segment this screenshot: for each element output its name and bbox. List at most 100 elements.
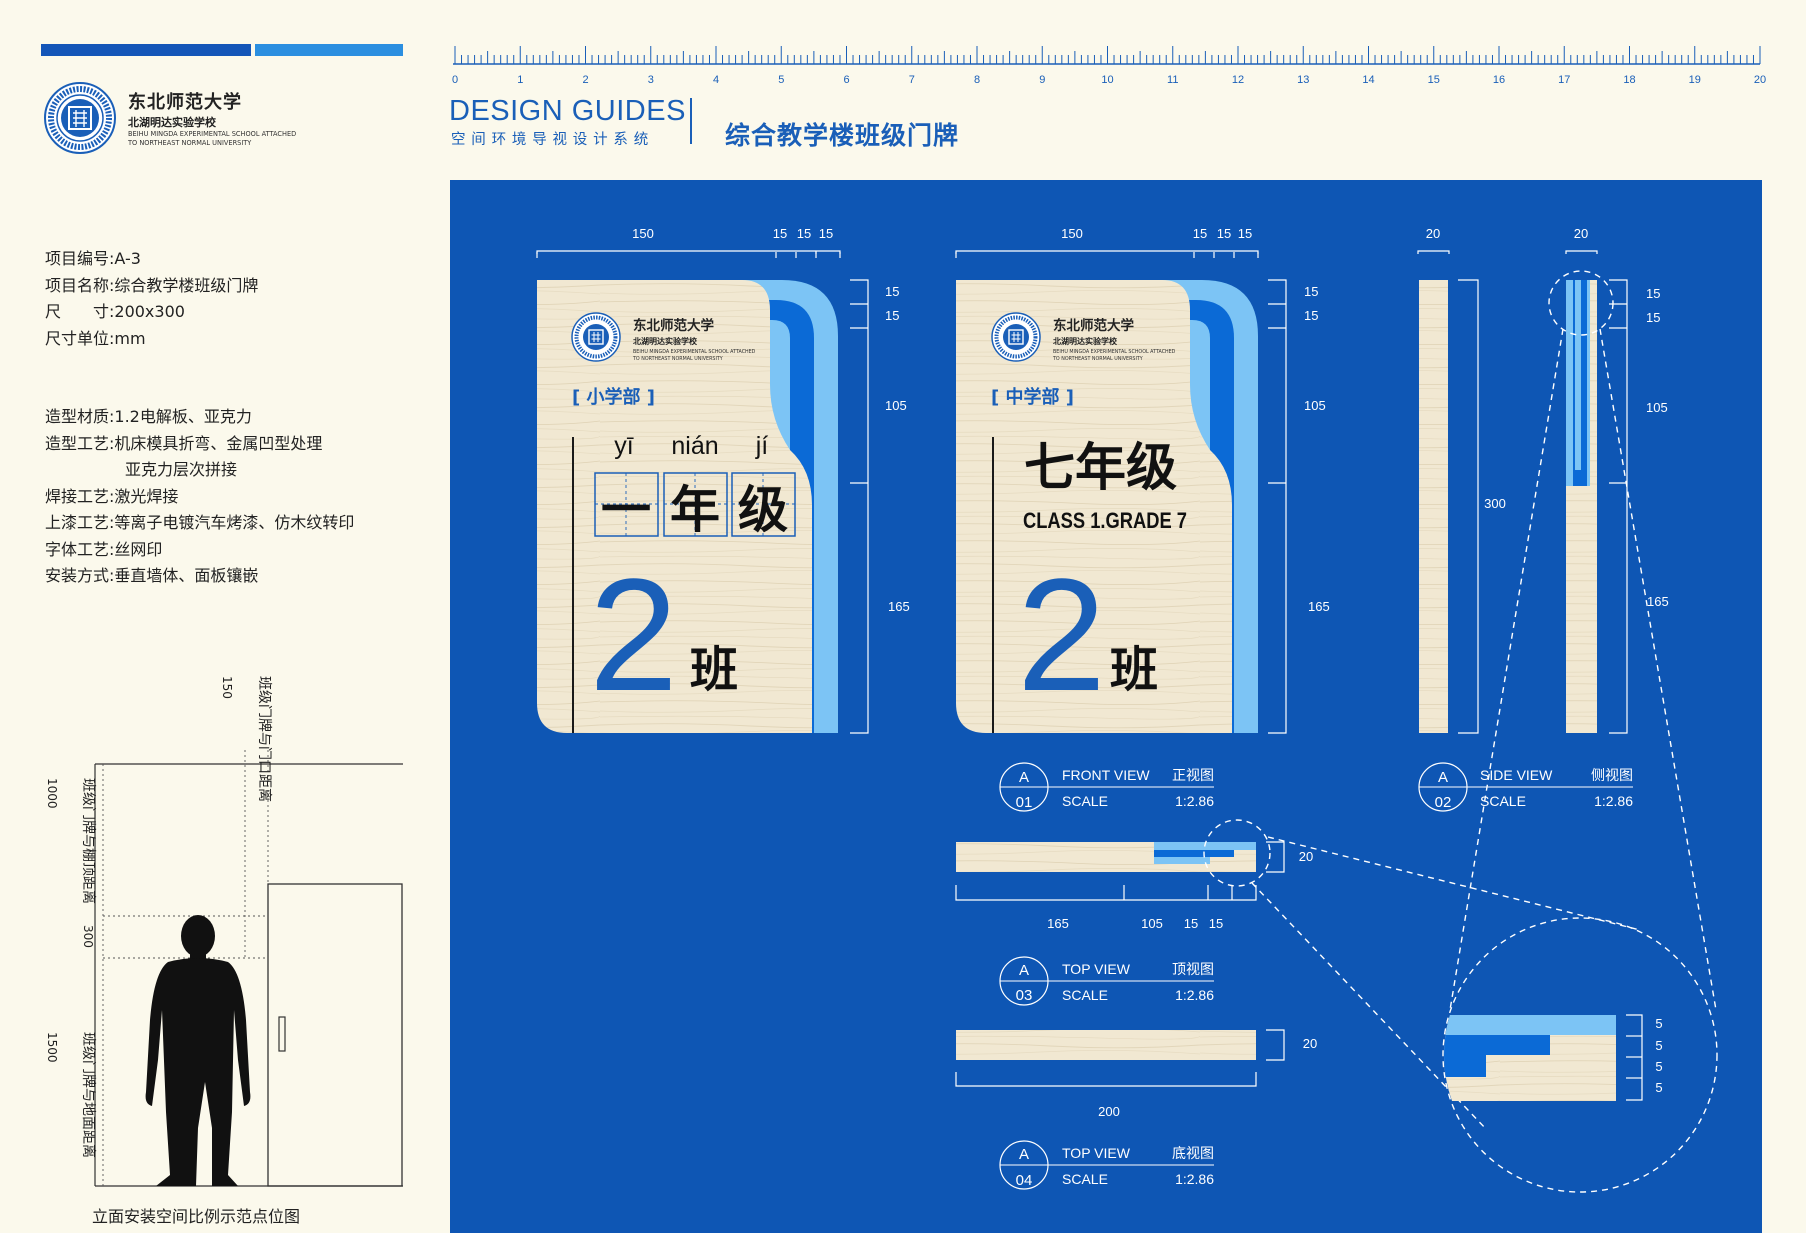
dim-label: 15 (1238, 226, 1252, 241)
sign-dept: [ 中学部 ] (991, 386, 1074, 408)
install-diagram: 班级门牌与门口距离 150 班级门牌与棚顶距离 1000 300 班级门牌与地面… (45, 676, 403, 1187)
sign-grade: 七年级 (1024, 439, 1177, 498)
sign-logo-school: 北湖明达实验学校 (633, 336, 698, 346)
page-title: 综合教学楼班级门牌 (725, 121, 960, 150)
sign-class-number: 2 (1017, 545, 1106, 724)
ruler-label: 12 (1232, 74, 1244, 86)
spec-item: 字体工艺:丝网印 (45, 539, 163, 559)
dim-label: 15 (885, 284, 899, 299)
ruler-label: 10 (1101, 74, 1113, 86)
dim-label: 20 (1303, 1036, 1317, 1051)
ruler-label: 15 (1428, 74, 1440, 86)
design-guides-title: DESIGN GUIDES (449, 95, 686, 127)
dim-label: 105 (1304, 398, 1326, 413)
spec-item: 上漆工艺:等离子电镀汽车烤漆、仿木纹转印 (45, 513, 355, 532)
dim-label: 5 (1655, 1059, 1662, 1074)
spec-item: 亚克力层次拼接 (45, 460, 238, 479)
spec-item: 造型工艺:机床模具折弯、金属凹型处理 (45, 433, 323, 453)
ruler-label: 9 (1039, 74, 1045, 86)
ruler-label: 1 (517, 74, 523, 86)
dim-label: 15 (1304, 308, 1318, 323)
sign-front-primary: 150 15 15 15 15 15 105 165 东北师范大学 北湖明达实验… (536, 226, 910, 734)
ruler-label: 11 (1167, 74, 1178, 86)
ruler-label: 3 (648, 74, 654, 86)
view-name: TOP VIEW (1062, 1145, 1131, 1161)
sign-ban: 班 (1110, 642, 1158, 698)
view-number: 04 (1016, 1172, 1033, 1189)
dim-label: 105 (1141, 916, 1163, 931)
dim-label: 20 (1299, 849, 1313, 864)
dim-label: 15 (1193, 226, 1207, 241)
dim-label: 165 (1647, 594, 1669, 609)
sign-char: 级 (738, 481, 788, 539)
school-emblem-icon (44, 82, 116, 154)
ruler-label: 13 (1297, 74, 1309, 86)
label-sign-value: 300 (81, 925, 95, 948)
label-door-value: 150 (220, 676, 234, 699)
spec-item: 尺寸单位:mm (45, 328, 146, 348)
view-number: 02 (1435, 794, 1452, 811)
ruler-label: 19 (1689, 74, 1701, 86)
sign-front-secondary: 150 15 15 15 15 15 105 165 东北师范大学 北湖明达实验… (955, 226, 1330, 734)
dim-label: 15 (1646, 310, 1660, 325)
dim-label: 20 (1574, 226, 1588, 241)
view-scale-label: SCALE (1480, 793, 1526, 809)
ruler-label: 6 (843, 74, 849, 86)
spec-item: 造型材质:1.2电解板、亚克力 (45, 407, 252, 426)
sign-dept: [ 小学部 ] (572, 386, 655, 408)
view-scale: 1:2.86 (1175, 793, 1214, 809)
sign-logo-en1: BEIHU MINGDA EXPERIMENTAL SCHOOL ATTACHE… (633, 349, 756, 355)
dim-label: 15 (1304, 284, 1318, 299)
dim-label: 5 (1655, 1080, 1662, 1095)
top-view: 20 165 105 15 15 (955, 841, 1313, 931)
ruler-label: 7 (909, 74, 915, 86)
logo-cn-name: 东北师范大学 (128, 92, 242, 113)
sign-pinyin: yī (614, 432, 634, 460)
spec-item: 安装方式:垂直墙体、面板镶嵌 (45, 566, 259, 585)
view-cn: 正视图 (1172, 767, 1214, 783)
sign-logo-cn: 东北师范大学 (1053, 317, 1134, 334)
door-outline (267, 883, 403, 1187)
dim-label: 165 (1308, 599, 1330, 614)
ruler-ticks (454, 46, 1761, 64)
label-floor-value: 1500 (45, 1032, 59, 1063)
sign-logo-en2: TO NORTHEAST NORMAL UNIVERSITY (1052, 356, 1143, 362)
dim-label: 5 (1655, 1016, 1662, 1031)
view-letter: A (1019, 769, 1029, 786)
top-bar-light (255, 44, 403, 56)
person-silhouette (145, 915, 251, 1186)
view-name: TOP VIEW (1062, 961, 1131, 977)
view-label-a03: A 03 TOP VIEW 顶视图 SCALE 1:2.86 (999, 956, 1214, 1006)
view-letter: A (1019, 962, 1029, 979)
ruler-label: 2 (582, 74, 588, 86)
logo-en-line2: TO NORTHEAST NORMAL UNIVERSITY (128, 139, 252, 147)
spec-item: 焊接工艺:激光焊接 (45, 486, 179, 506)
ruler-label: 17 (1558, 74, 1570, 86)
view-letter: A (1438, 769, 1448, 786)
ruler-label: 14 (1362, 74, 1374, 86)
ruler-label: 0 (452, 74, 458, 86)
view-scale-label: SCALE (1062, 1171, 1108, 1187)
label-ceiling-distance: 班级门牌与棚顶距离 (80, 778, 97, 904)
title-separator (690, 98, 692, 144)
spec-item: 项目编号:A-3 (45, 249, 141, 268)
logo-school-name: 北湖明达实验学校 (128, 116, 216, 129)
view-label-a04: A 04 TOP VIEW 底视图 SCALE 1:2.86 (999, 1140, 1214, 1190)
spec-item: 尺 寸:200x300 (45, 302, 185, 321)
logo-en-line1: BEIHU MINGDA EXPERIMENTAL SCHOOL ATTACHE… (128, 130, 297, 138)
sign-logo-en1: BEIHU MINGDA EXPERIMENTAL SCHOOL ATTACHE… (1053, 349, 1176, 355)
label-ceiling-value: 1000 (45, 778, 59, 809)
sign-char: 年 (670, 481, 720, 539)
view-scale: 1:2.86 (1175, 987, 1214, 1003)
sign-class-number: 2 (589, 545, 678, 724)
design-guides-subtitle: 空间环境导视设计系统 (451, 132, 654, 148)
spec-list-basic: 项目编号:A-3 项目名称:综合教学楼班级门牌 尺 寸:200x300 尺寸单位… (45, 245, 258, 351)
view-label-a02: A 02 SIDE VIEW 侧视图 SCALE 1:2.86 (1418, 762, 1633, 812)
ruler-label: 8 (974, 74, 980, 86)
ruler-label: 16 (1493, 74, 1505, 86)
sign-logo-cn: 东北师范大学 (633, 317, 714, 334)
detail-magnified: 5 5 5 5 (1444, 1014, 1663, 1101)
sign-logo-en2: TO NORTHEAST NORMAL UNIVERSITY (632, 356, 723, 362)
install-caption: 立面安装空间比例示范点位图 (92, 1207, 301, 1226)
view-cn: 侧视图 (1591, 767, 1633, 783)
